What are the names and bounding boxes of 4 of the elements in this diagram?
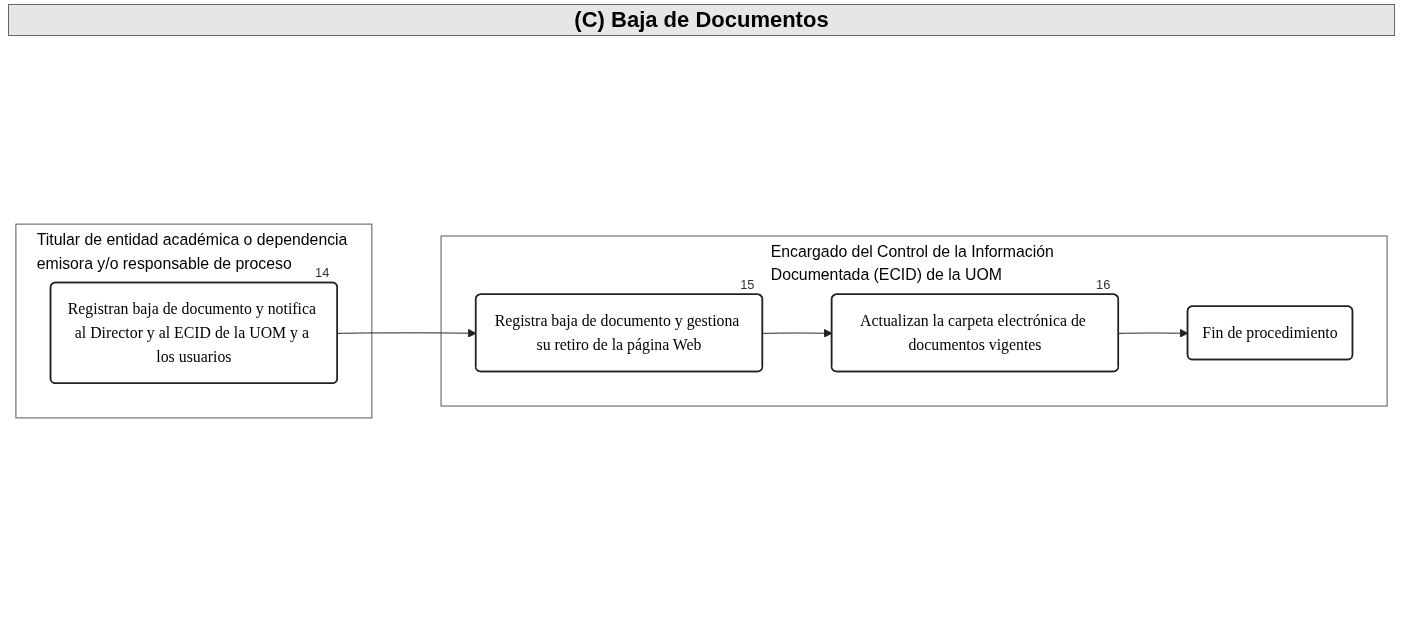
diagram-title: (C) Baja de Documentos xyxy=(8,4,1395,36)
step-number: 14 xyxy=(315,265,330,281)
step-number: 16 xyxy=(1096,277,1111,293)
step-number: 15 xyxy=(740,277,755,293)
